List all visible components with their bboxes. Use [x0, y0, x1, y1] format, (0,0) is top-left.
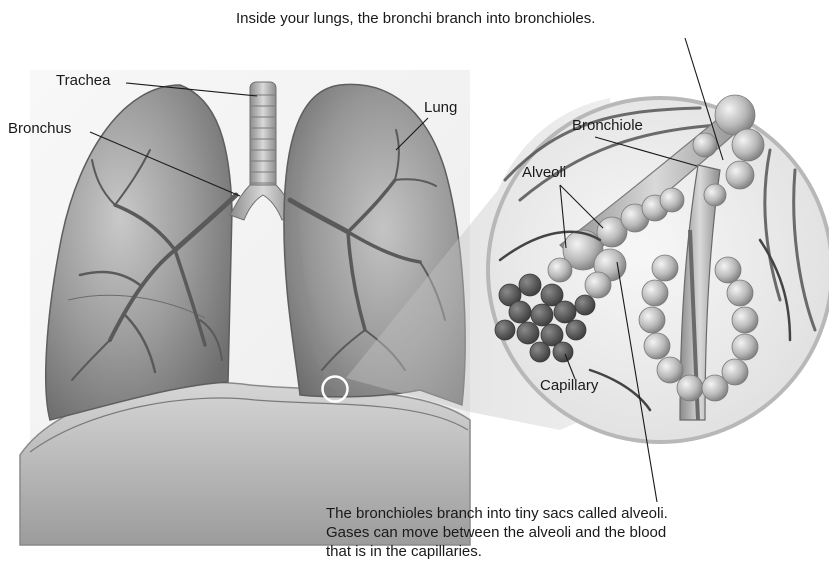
capillary-label: Capillary	[540, 377, 598, 395]
bottom-caption: The bronchioles branch into tiny sacs ca…	[326, 505, 806, 561]
bottom-caption-line: Gases can move between the alveoli and t…	[326, 524, 806, 543]
bottom-caption-line: The bronchioles branch into tiny sacs ca…	[326, 505, 806, 524]
top-caption: Inside your lungs, the bronchi branch in…	[236, 10, 595, 29]
trachea-label: Trachea	[56, 72, 110, 90]
alveoli-label: Alveoli	[522, 164, 566, 182]
bronchiole-label: Bronchiole	[572, 117, 643, 135]
lung-label: Lung	[424, 99, 457, 117]
bottom-caption-line: that is in the capillaries.	[326, 543, 806, 562]
bronchus-label: Bronchus	[8, 120, 71, 138]
